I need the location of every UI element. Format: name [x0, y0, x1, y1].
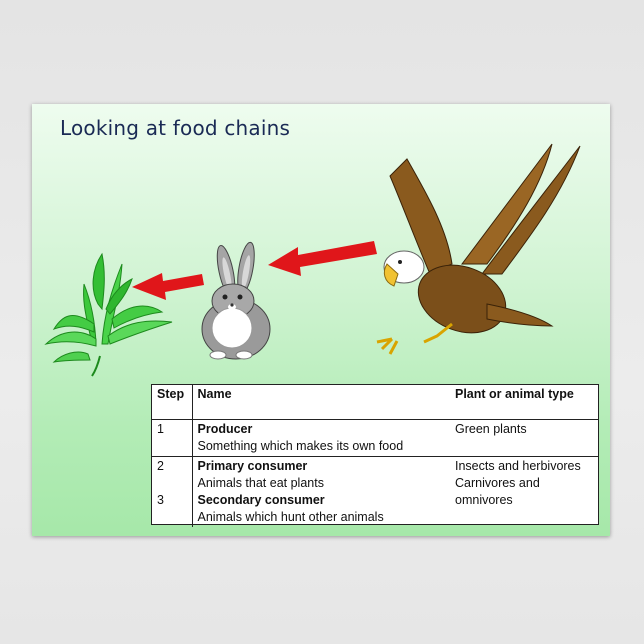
row-name-cell: Primary consumer Animals that eat plants…: [192, 457, 450, 528]
row-step: 2: [157, 459, 164, 473]
row-step: 1: [152, 419, 193, 457]
arrow-rabbit-to-plant: [132, 273, 204, 300]
header-name: Name: [192, 385, 450, 420]
plant-illustration: [44, 252, 173, 377]
table-header-row: Step Name Plant or animal type: [152, 385, 598, 420]
row-type: Insects and herbivores: [455, 459, 581, 473]
row-description: Animals that eat plants: [197, 476, 324, 490]
row-description: Something which makes its own food: [197, 439, 404, 453]
row-step: 3: [157, 493, 164, 507]
header-type: Plant or animal type: [450, 385, 598, 420]
arrow-eagle-to-rabbit: [268, 241, 377, 276]
row-name: Secondary consumer: [197, 493, 325, 507]
row-type: Carnivores and omnivores: [455, 476, 540, 507]
eagle-illustration: [376, 143, 581, 355]
table-row: 2 3 Primary consumer Animals that eat pl…: [152, 456, 598, 528]
row-name-cell: Producer Something which makes its own f…: [192, 419, 450, 457]
table-row: 1 Producer Something which makes its own…: [152, 419, 598, 457]
row-name: Producer: [197, 422, 253, 436]
rabbit-illustration: [201, 241, 271, 360]
row-type: Green plants: [450, 419, 598, 457]
food-chain-poster: Looking at food chains: [32, 104, 610, 536]
poster-title: Looking at food chains: [60, 116, 291, 140]
row-name: Primary consumer: [197, 459, 308, 473]
header-step: Step: [152, 385, 193, 420]
food-chain-illustration: [44, 143, 581, 377]
food-chain-table: Step Name Plant or animal type 1 Produce…: [151, 384, 599, 528]
row-description: Animals which hunt other animals: [197, 510, 384, 524]
